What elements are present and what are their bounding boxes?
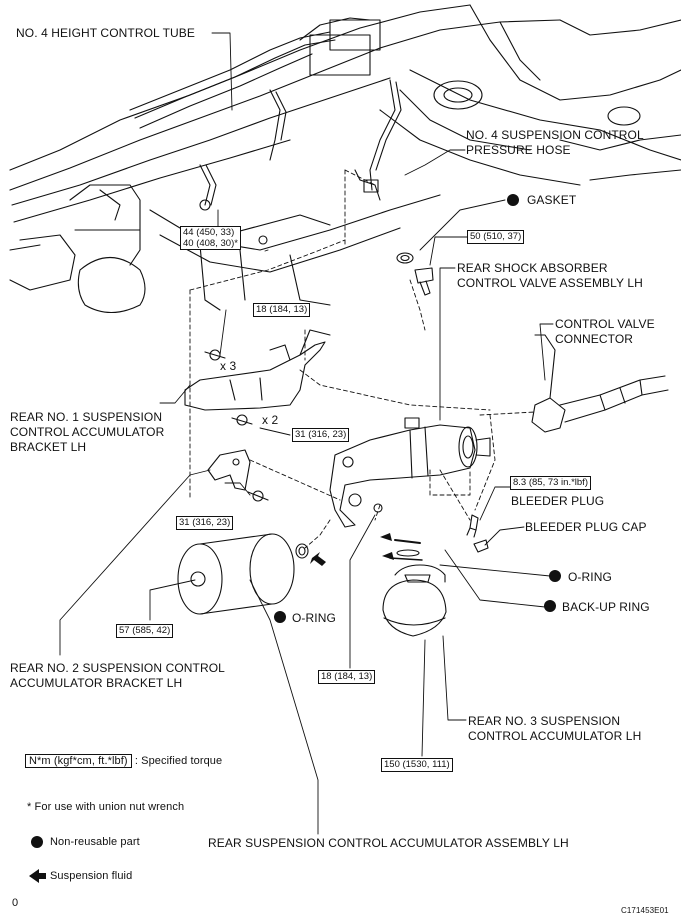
label-x2: x 2 bbox=[262, 413, 279, 427]
accumulator-sphere-drawing bbox=[382, 564, 447, 637]
torque-box-44-40: 44 (450, 33) 40 (408, 30)* bbox=[180, 226, 241, 250]
torque-31-bracket2: 31 (316, 23) bbox=[176, 516, 234, 530]
label-acc3-line1: REAR NO. 3 SUSPENSION bbox=[468, 714, 621, 728]
label-pressure-hose-line2: PRESSURE HOSE bbox=[466, 143, 571, 157]
fluid-arrow-oring-left bbox=[310, 552, 326, 566]
backup-ring-drawing bbox=[396, 549, 420, 557]
bracket-no2-drawing bbox=[207, 449, 269, 502]
label-bracket2-line1: REAR NO. 2 SUSPENSION CONTROL bbox=[10, 661, 225, 675]
legend-torque-text: : Specified torque bbox=[134, 755, 223, 767]
label-gasket: GASKET bbox=[527, 193, 577, 207]
label-acc3-line2: CONTROL ACCUMULATOR LH bbox=[468, 729, 642, 743]
torque-18-bolt-x3: 18 (184, 13) bbox=[253, 303, 311, 317]
o-ring-left-drawing bbox=[295, 543, 309, 559]
leader-lines bbox=[59, 32, 554, 835]
control-valve-assembly-drawing bbox=[329, 417, 491, 528]
torque-44: 44 (450, 33) bbox=[183, 227, 235, 238]
legend-nonreusable-dot bbox=[31, 836, 43, 848]
connector-drawing bbox=[531, 334, 669, 433]
bracket-no1-drawing bbox=[184, 329, 331, 426]
assembly-guide-lines bbox=[189, 169, 536, 549]
bleeder-plug-drawing bbox=[466, 514, 489, 553]
legend-torque: N*m (kgf*cm, ft.*lbf) : Specified torque bbox=[25, 754, 222, 769]
label-x3: x 3 bbox=[220, 359, 237, 373]
accumulator-cylinder-drawing bbox=[177, 533, 295, 615]
legend-fluid-arrow bbox=[29, 869, 46, 883]
label-shock-valve-line2: CONTROL VALVE ASSEMBLY LH bbox=[457, 276, 643, 290]
label-height-control-tube: NO. 4 HEIGHT CONTROL TUBE bbox=[16, 26, 195, 40]
fluid-arrow-upper bbox=[380, 533, 392, 541]
gasket-nonreusable-dot bbox=[507, 194, 519, 206]
legend-torque-unit: N*m (kgf*cm, ft.*lbf) bbox=[25, 754, 132, 768]
label-connector-line1: CONTROL VALVE bbox=[555, 317, 655, 331]
torque-50: 50 (510, 37) bbox=[467, 230, 525, 244]
legend-nonreusable: Non-reusable part bbox=[50, 836, 140, 848]
label-pressure-hose-line1: NO. 4 SUSPENSION CONTROL bbox=[466, 128, 644, 142]
legend-fluid: Suspension fluid bbox=[50, 870, 133, 882]
torque-31-bolt-x2: 31 (316, 23) bbox=[292, 428, 350, 442]
torque-8-3-bleeder: 8.3 (85, 73 in.*lbf) bbox=[510, 476, 591, 490]
backup-ring-nonreusable-dot bbox=[544, 600, 556, 612]
vehicle-frame-drawing bbox=[9, 4, 681, 314]
label-bleeder-cap: BLEEDER PLUG CAP bbox=[525, 520, 647, 534]
torque-150: 150 (1530, 111) bbox=[381, 758, 453, 772]
torque-57: 57 (585, 42) bbox=[116, 624, 174, 638]
label-shock-valve-line1: REAR SHOCK ABSORBER bbox=[457, 261, 608, 275]
label-bracket1-line2: CONTROL ACCUMULATOR bbox=[10, 425, 165, 439]
label-accumulator-assembly: REAR SUSPENSION CONTROL ACCUMULATOR ASSE… bbox=[208, 836, 569, 850]
label-connector-line2: CONNECTOR bbox=[555, 332, 634, 346]
label-bracket1-line1: REAR NO. 1 SUSPENSION bbox=[10, 410, 163, 424]
label-bracket1-line3: BRACKET LH bbox=[10, 440, 87, 454]
torque-18-valve-bolt: 18 (184, 13) bbox=[318, 670, 376, 684]
legend-union-note: * For use with union nut wrench bbox=[27, 801, 185, 813]
o-ring-left-nonreusable-dot bbox=[274, 611, 286, 623]
label-backup-ring: BACK-UP RING bbox=[562, 600, 650, 614]
page-mark: 0 bbox=[12, 897, 19, 909]
label-bracket2-line2: ACCUMULATOR BRACKET LH bbox=[10, 676, 183, 690]
fluid-arrow-lower bbox=[382, 552, 394, 560]
figure-id: C171453E01 bbox=[621, 906, 669, 915]
label-bleeder-plug: BLEEDER PLUG bbox=[511, 494, 605, 508]
label-o-ring-right: O-RING bbox=[568, 570, 612, 584]
gasket-bolt-drawing bbox=[396, 252, 434, 296]
o-ring-right-nonreusable-dot bbox=[549, 570, 561, 582]
torque-40-union-nut: 40 (408, 30)* bbox=[183, 238, 238, 249]
label-o-ring-left: O-RING bbox=[292, 611, 336, 625]
